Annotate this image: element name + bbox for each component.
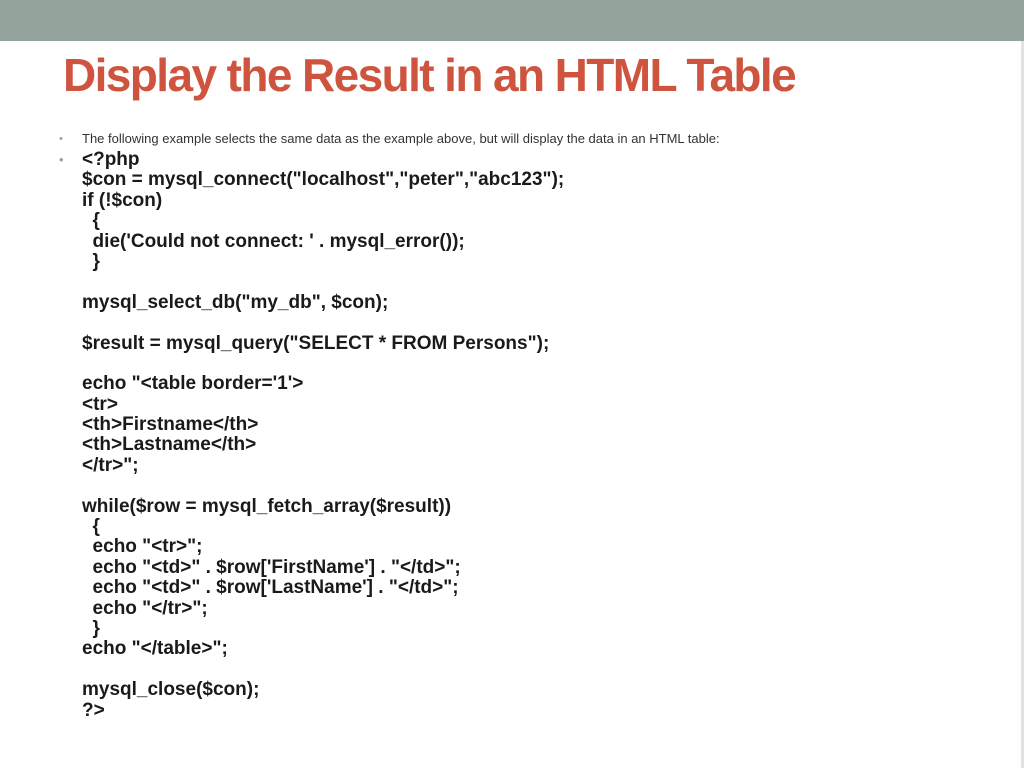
- code-line: $result = mysql_query("SELECT * FROM Per…: [82, 332, 550, 354]
- code-line: if (!$con): [82, 189, 163, 211]
- code-line: die('Could not connect: ' . mysql_error(…: [82, 230, 465, 252]
- code-line: {: [82, 210, 100, 232]
- code-line: echo "</tr>";: [82, 597, 208, 619]
- code-line: [82, 476, 564, 496]
- code-line: mysql_close($con);: [82, 679, 260, 701]
- code-line: }: [82, 617, 100, 639]
- code-line: <?php: [82, 149, 140, 170]
- code-line: </tr>";: [82, 454, 139, 476]
- code-line: ?>: [82, 699, 105, 721]
- code-bullet: • <?php$con = mysql_connect("localhost",…: [59, 149, 565, 721]
- top-accent-bar: [0, 0, 1024, 41]
- code-line: echo "<tr>";: [82, 536, 203, 558]
- code-line: <th>Lastname</th>: [82, 434, 257, 456]
- right-edge-stripe: [1021, 41, 1024, 768]
- intro-bullet: • The following example selects the same…: [59, 129, 720, 149]
- code-line: while($row = mysql_fetch_array($result)): [82, 495, 452, 517]
- code-line: <tr>: [82, 393, 118, 415]
- code-line: echo "<table border='1'>: [82, 373, 304, 395]
- bullet-dot-icon: •: [59, 133, 63, 145]
- code-line: [82, 272, 564, 292]
- code-line: echo "<td>" . $row['LastName'] . "</td>"…: [82, 577, 459, 599]
- code-line: $con = mysql_connect("localhost","peter"…: [82, 169, 565, 191]
- code-line: echo "</table>";: [82, 638, 228, 660]
- bullet-dot-icon: •: [59, 152, 64, 167]
- code-line: mysql_select_db("my_db", $con);: [82, 291, 389, 313]
- code-line: }: [82, 250, 100, 272]
- code-line: [82, 313, 564, 333]
- code-line: echo "<td>" . $row['FirstName'] . "</td>…: [82, 556, 461, 578]
- code-line: [82, 354, 564, 374]
- code-line: <th>Firstname</th>: [82, 414, 259, 436]
- code-line: [82, 660, 564, 680]
- code-block: <?php$con = mysql_connect("localhost","p…: [82, 149, 565, 721]
- intro-text: The following example selects the same d…: [82, 131, 720, 146]
- slide-title: Display the Result in an HTML Table: [63, 49, 797, 101]
- code-line: {: [82, 516, 100, 538]
